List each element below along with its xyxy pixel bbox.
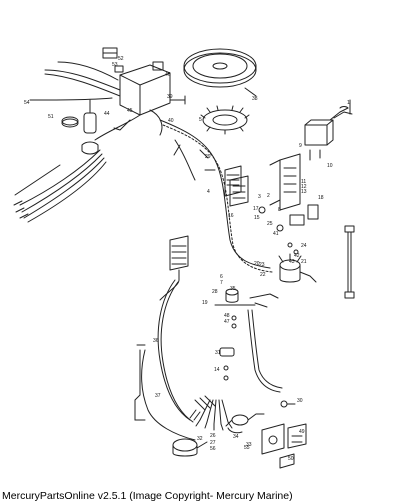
callout-9: 9 [299, 143, 302, 149]
wire-fan-icon [195, 399, 233, 431]
callout-20: 20 [254, 261, 260, 267]
callout-45: 45 [127, 108, 133, 114]
callout-40: 40 [168, 118, 174, 124]
callout-3: 3 [258, 194, 261, 200]
callout-50: 50 [288, 456, 294, 462]
callout-19: 19 [202, 300, 208, 306]
ignition-plate-icon [261, 423, 307, 469]
callout-46: 46 [165, 72, 171, 78]
callout-10: 10 [327, 163, 333, 169]
stator-icon [200, 105, 250, 135]
bracket-icon [333, 99, 353, 119]
callout-21: 21 [301, 259, 307, 265]
callout-11: 11 [301, 179, 306, 185]
callout-34: 34 [233, 434, 239, 440]
callout-6: 6 [220, 274, 223, 280]
callout-51: 51 [48, 114, 54, 120]
coil-icon [61, 99, 99, 155]
callout-31: 31 [215, 350, 221, 356]
callout-28: 28 [212, 289, 218, 295]
callout-47: 47 [224, 319, 230, 325]
callout-54: 54 [24, 100, 30, 106]
callout-12: 12 [301, 184, 307, 190]
starter-solenoid-icon [278, 242, 317, 283]
callout-52: 52 [118, 56, 124, 62]
clip-icon [280, 400, 296, 408]
callout-43: 43 [289, 259, 295, 265]
callout-24: 24 [301, 243, 307, 249]
callout-1: 1 [347, 100, 350, 106]
callout-37: 37 [155, 393, 161, 399]
warning-horn-icon [172, 438, 208, 457]
callout-44: 44 [104, 111, 110, 117]
fuse-holder-icon [258, 204, 319, 232]
callout-2: 2 [267, 193, 270, 199]
callout-38: 38 [252, 96, 258, 102]
lower-harness-icon [134, 344, 216, 441]
callout-5: 5 [199, 117, 202, 123]
callout-15: 15 [254, 215, 260, 221]
callout-17: 17 [253, 206, 259, 212]
wire-bundle-icon [29, 61, 186, 141]
callout-48: 48 [224, 313, 230, 319]
key-switch-icon [225, 413, 265, 434]
callout-56: 56 [210, 446, 216, 452]
callout-55: 55 [244, 445, 250, 451]
center-parts-icon [214, 288, 268, 381]
tubing-icon [247, 293, 283, 393]
callout-labels: 1 2 3 4 5 6 7 8 9 10 11 12 13 14 15 16 1… [24, 56, 350, 462]
left-coil-stack-icon [159, 235, 189, 301]
callout-29: 29 [205, 154, 211, 160]
callout-32: 32 [197, 436, 203, 442]
image-caption: MercuryPartsOnline v2.5.1 (Image Copyrig… [2, 490, 293, 502]
battery-cable-icon [344, 225, 355, 299]
callout-27: 27 [210, 440, 216, 446]
battery-lead-icon [13, 149, 107, 223]
callout-49: 49 [299, 429, 305, 435]
callout-36: 36 [153, 338, 159, 344]
callout-41: 41 [273, 231, 279, 237]
callout-14: 14 [214, 367, 220, 373]
callout-53: 53 [112, 62, 118, 68]
callout-7: 7 [220, 280, 223, 286]
main-cable-icon [157, 279, 194, 423]
callout-16: 16 [228, 213, 234, 219]
callout-30: 30 [297, 398, 303, 404]
harness-icon [159, 119, 273, 273]
callout-26: 26 [210, 433, 216, 439]
callout-42: 42 [294, 253, 300, 259]
callout-18: 18 [318, 195, 324, 201]
callout-4: 4 [207, 189, 210, 195]
callout-39: 39 [167, 94, 173, 100]
callout-13: 13 [301, 189, 307, 195]
callout-25: 25 [267, 221, 273, 227]
flywheel-icon [183, 48, 257, 97]
callout-22: 22 [260, 272, 266, 278]
callout-33: 33 [246, 442, 252, 448]
rectifier-icon [304, 106, 349, 161]
terminal-block-icon [229, 153, 301, 211]
coil-pack-icon [224, 165, 242, 197]
callout-23: 23 [259, 262, 265, 268]
callout-8: 8 [278, 207, 281, 213]
switch-box-icon [102, 47, 171, 116]
callout-35: 35 [230, 286, 236, 292]
